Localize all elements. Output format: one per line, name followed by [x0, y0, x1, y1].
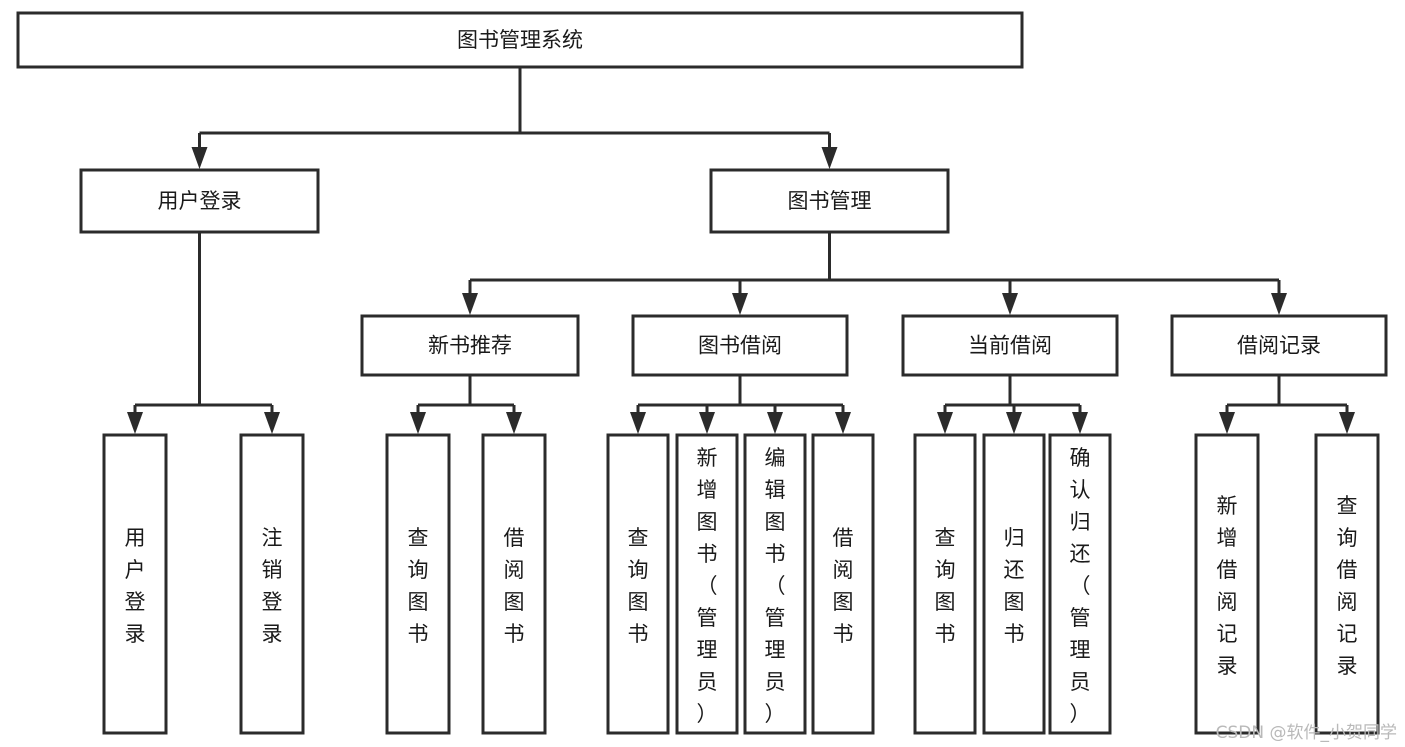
arrow-to-leaf-borrow-book-arrowhead: [835, 412, 851, 434]
node-leaf-user-login-box[interactable]: [102, 433, 168, 735]
node-leaf-query-borrow-record[interactable]: 查询借阅记录: [1314, 433, 1380, 735]
node-leaf-query-book-current[interactable]: 查询图书: [913, 433, 977, 735]
node-leaf-add-borrow-record[interactable]: 新增借阅记录: [1194, 433, 1260, 735]
node-leaf-logout-login[interactable]: 注销登录: [239, 433, 305, 735]
node-leaf-logout-login-label: 注销登录: [262, 526, 283, 646]
node-leaf-query-borrow-record-label: 查询借阅记录: [1337, 494, 1358, 678]
arrow-to-leaf-add-borrow-record-arrowhead: [1219, 412, 1235, 434]
arrow-to-leaf-query-book-borrow-arrowhead: [630, 412, 646, 434]
node-leaf-logout-login-box[interactable]: [239, 433, 305, 735]
node-leaf-query-book-current-label: 查询图书: [935, 526, 956, 646]
node-leaf-user-login-label: 用户登录: [125, 526, 146, 646]
node-leaf-add-book-admin[interactable]: 新增图书（管理员）: [675, 433, 739, 735]
node-leaf-query-book-recommend[interactable]: 查询图书: [385, 433, 451, 735]
node-current-borrow-label: 当前借阅: [968, 334, 1052, 358]
node-root[interactable]: 图书管理系统: [16, 11, 1024, 69]
node-leaf-borrow-book-recommend[interactable]: 借阅图书: [481, 433, 547, 735]
csdn-watermark: CSDN @软件_小贺同学: [1215, 723, 1397, 743]
arrow-to-current-borrow-arrowhead: [1002, 293, 1018, 315]
arrow-to-book-borrow-arrowhead: [732, 293, 748, 315]
node-new-book-recommend[interactable]: 新书推荐: [360, 314, 580, 377]
nodes-layer: 图书管理系统用户登录图书管理新书推荐图书借阅当前借阅借阅记录用户登录注销登录查询…: [16, 11, 1388, 735]
arrow-to-leaf-query-book-current-arrowhead: [937, 412, 953, 434]
node-leaf-return-book[interactable]: 归还图书: [982, 433, 1046, 735]
arrow-to-new-book-recommend-arrowhead: [462, 293, 478, 315]
arrow-to-book-management-arrowhead: [821, 147, 838, 169]
node-leaf-return-book-label: 归还图书: [1004, 526, 1025, 646]
node-leaf-borrow-book-box[interactable]: [811, 433, 875, 735]
node-new-book-recommend-label: 新书推荐: [428, 334, 512, 358]
node-leaf-query-book-borrow-label: 查询图书: [628, 526, 649, 646]
node-user-login[interactable]: 用户登录: [79, 168, 320, 234]
arrow-to-leaf-add-book-admin-arrowhead: [699, 412, 715, 434]
node-leaf-add-borrow-record-box[interactable]: [1194, 433, 1260, 735]
node-user-login-box[interactable]: [79, 168, 320, 234]
node-leaf-query-book-borrow[interactable]: 查询图书: [606, 433, 670, 735]
node-root-label: 图书管理系统: [457, 28, 583, 52]
arrow-to-borrow-records-arrowhead: [1271, 293, 1287, 315]
node-leaf-edit-book-admin-label: 编辑图书（管理员）: [765, 446, 786, 726]
node-root-box[interactable]: [16, 11, 1024, 69]
arrow-to-leaf-return-book-arrowhead: [1006, 412, 1022, 434]
node-leaf-query-borrow-record-box[interactable]: [1314, 433, 1380, 735]
node-current-borrow[interactable]: 当前借阅: [901, 314, 1119, 377]
node-book-management-box[interactable]: [709, 168, 950, 234]
arrow-to-leaf-edit-book-admin-arrowhead: [767, 412, 783, 434]
arrow-to-leaf-logout-login-arrowhead: [264, 412, 280, 434]
node-current-borrow-box[interactable]: [901, 314, 1119, 377]
node-leaf-borrow-book[interactable]: 借阅图书: [811, 433, 875, 735]
node-leaf-confirm-return-admin[interactable]: 确认归还（管理员）: [1048, 433, 1112, 735]
node-book-management-label: 图书管理: [788, 189, 872, 213]
node-leaf-edit-book-admin-box[interactable]: [743, 433, 807, 735]
node-leaf-borrow-book-recommend-label: 借阅图书: [504, 526, 525, 646]
node-borrow-records-box[interactable]: [1170, 314, 1388, 377]
node-leaf-return-book-box[interactable]: [982, 433, 1046, 735]
node-leaf-query-book-borrow-box[interactable]: [606, 433, 670, 735]
node-leaf-query-book-recommend-label: 查询图书: [408, 526, 429, 646]
node-leaf-borrow-book-recommend-box[interactable]: [481, 433, 547, 735]
node-leaf-user-login[interactable]: 用户登录: [102, 433, 168, 735]
node-leaf-borrow-book-label: 借阅图书: [833, 526, 854, 646]
node-book-borrow-box[interactable]: [631, 314, 849, 377]
node-leaf-confirm-return-admin-label: 确认归还（管理员）: [1070, 446, 1091, 726]
node-leaf-confirm-return-admin-box[interactable]: [1048, 433, 1112, 735]
node-leaf-add-book-admin-box[interactable]: [675, 433, 739, 735]
node-book-borrow[interactable]: 图书借阅: [631, 314, 849, 377]
node-leaf-edit-book-admin[interactable]: 编辑图书（管理员）: [743, 433, 807, 735]
connectors-layer: [127, 67, 1355, 434]
arrow-to-leaf-query-borrow-record-arrowhead: [1339, 412, 1355, 434]
node-new-book-recommend-box[interactable]: [360, 314, 580, 377]
node-leaf-query-book-recommend-box[interactable]: [385, 433, 451, 735]
node-leaf-query-book-current-box[interactable]: [913, 433, 977, 735]
node-book-borrow-label: 图书借阅: [698, 334, 782, 358]
arrow-to-leaf-borrow-book-recommend-arrowhead: [506, 412, 522, 434]
node-leaf-add-borrow-record-label: 新增借阅记录: [1217, 494, 1238, 678]
arrow-to-leaf-confirm-return-admin-arrowhead: [1072, 412, 1088, 434]
arrow-to-leaf-user-login-arrowhead: [127, 412, 143, 434]
node-user-login-label: 用户登录: [158, 189, 242, 213]
node-book-management[interactable]: 图书管理: [709, 168, 950, 234]
node-borrow-records-label: 借阅记录: [1237, 334, 1321, 358]
node-borrow-records[interactable]: 借阅记录: [1170, 314, 1388, 377]
arrow-to-user-login-arrowhead: [191, 147, 208, 169]
node-leaf-add-book-admin-label: 新增图书（管理员）: [697, 446, 718, 726]
arrow-to-leaf-query-book-recommend-arrowhead: [410, 412, 426, 434]
